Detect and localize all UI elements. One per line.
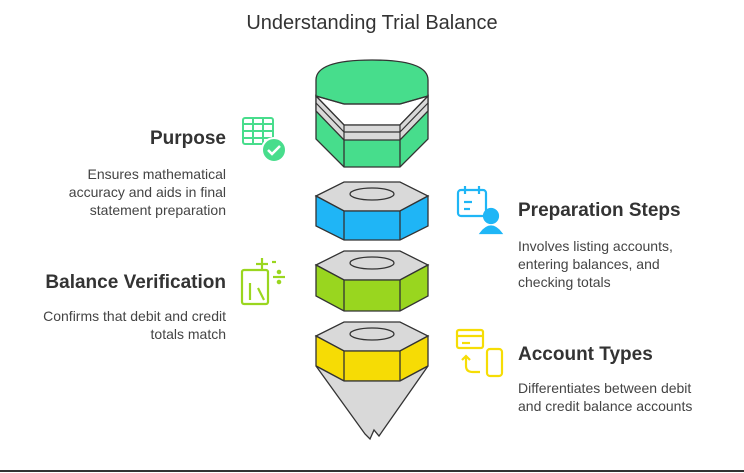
description-line: Ensures mathematical	[87, 166, 226, 182]
balance-verification-heading: Balance Verification	[45, 272, 226, 293]
balance-verification-description: Confirms that debit and credit totals ma…	[10, 307, 226, 343]
description-line: entering balances, and	[518, 256, 660, 272]
pencil-segment-lime	[314, 250, 430, 312]
description-line: and credit balance accounts	[518, 398, 693, 414]
preparation-steps-description: Involves listing accounts, entering bala…	[518, 237, 738, 291]
description-line: accuracy and aids in final	[68, 184, 226, 200]
description-line: Involves listing accounts,	[518, 238, 673, 254]
pencil-segment-blue	[314, 181, 430, 241]
pencil-cap-segment	[315, 59, 429, 168]
purpose-heading: Purpose	[149, 128, 226, 149]
account-types-heading: Account Types	[518, 344, 653, 365]
account-types-description: Differentiates between debit and credit …	[518, 379, 740, 415]
description-line: checking totals	[518, 274, 611, 290]
calculator-sparkle-icon	[240, 258, 285, 306]
description-line: Confirms that debit and credit	[43, 308, 226, 324]
card-phone-icon	[455, 328, 504, 378]
page-title: Understanding Trial Balance	[246, 12, 498, 34]
bottom-divider	[0, 470, 744, 472]
description-line: totals match	[150, 326, 226, 342]
calendar-person-icon	[456, 186, 504, 235]
description-line: statement preparation	[89, 202, 226, 218]
description-line: Differentiates between debit	[518, 380, 692, 396]
pencil-tip-segment	[314, 321, 430, 441]
spreadsheet-check-icon	[242, 117, 287, 163]
preparation-steps-heading: Preparation Steps	[518, 200, 681, 221]
purpose-description: Ensures mathematical accuracy and aids i…	[20, 165, 226, 219]
